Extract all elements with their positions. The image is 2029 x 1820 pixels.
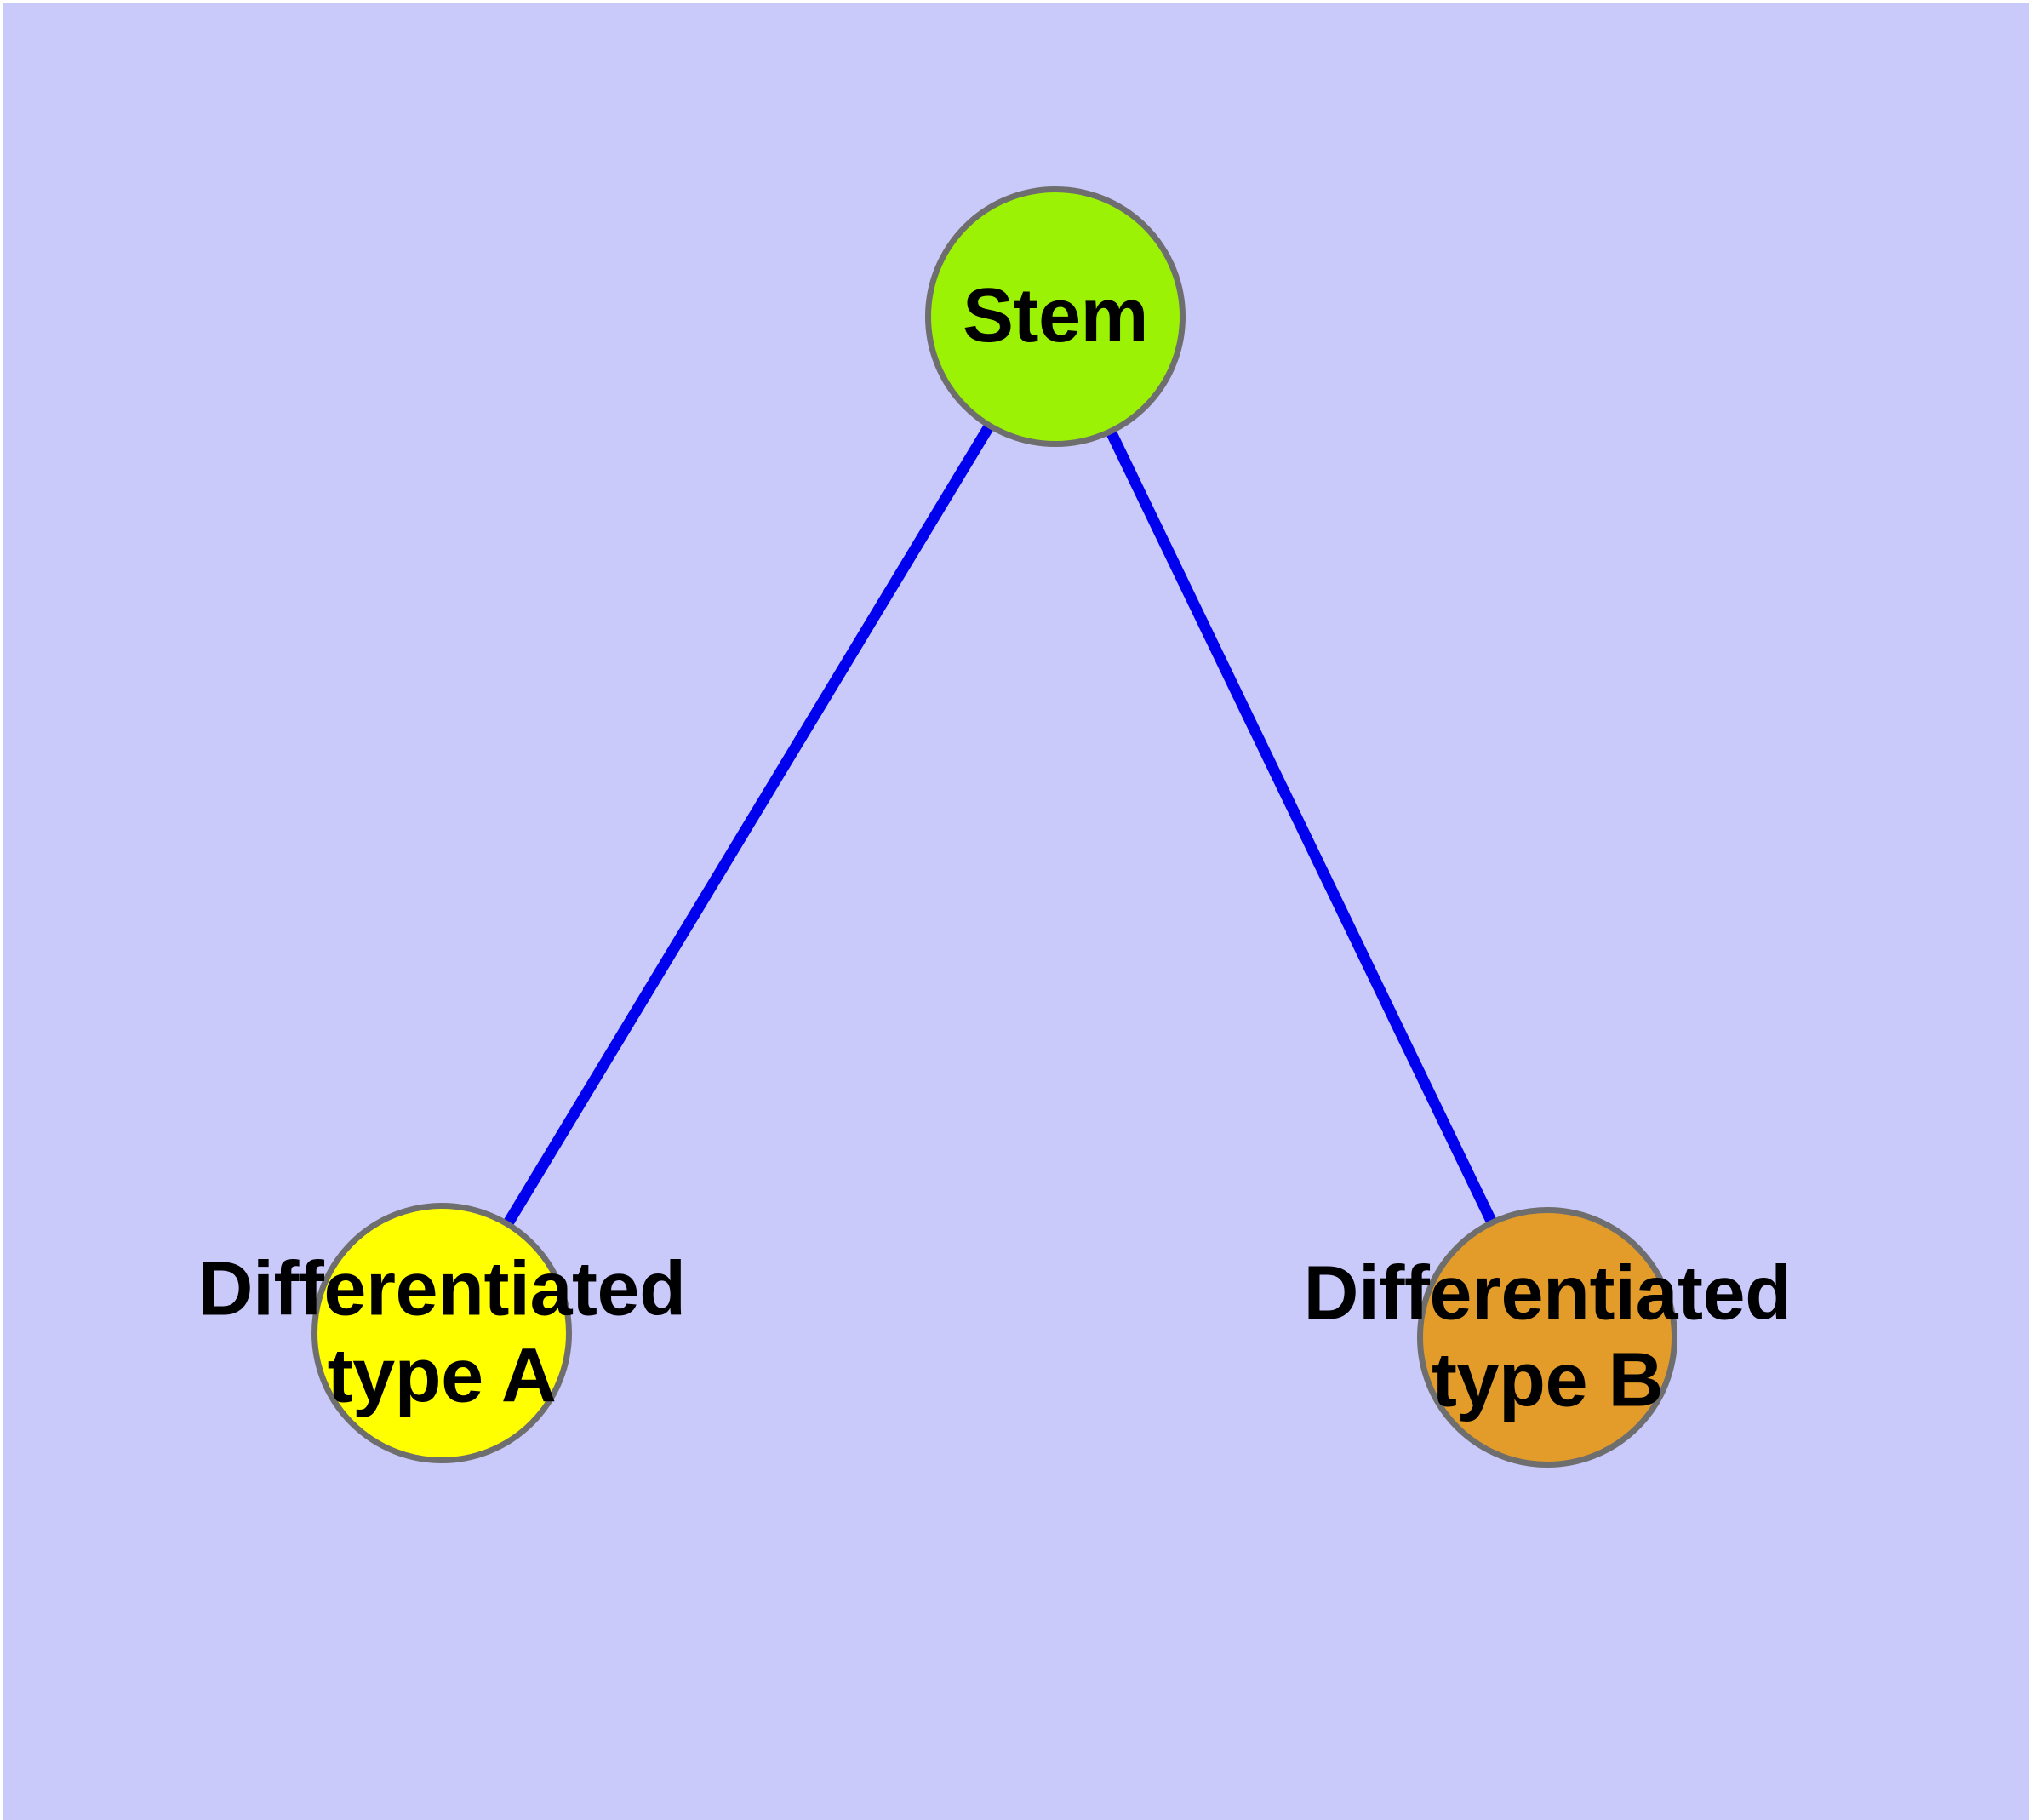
graph-node-diff_a[interactable]: [311, 1203, 572, 1463]
graph-node-stem[interactable]: [925, 186, 1186, 447]
graph-edge-stem-diff_b: [1106, 430, 1497, 1224]
nodes-layer: [311, 186, 1677, 1468]
graph-node-diff_b[interactable]: [1417, 1207, 1677, 1468]
graph-edge-stem-diff_a: [503, 423, 994, 1227]
edges-layer: [503, 423, 1497, 1227]
graph-svg: [311, 186, 1677, 1468]
